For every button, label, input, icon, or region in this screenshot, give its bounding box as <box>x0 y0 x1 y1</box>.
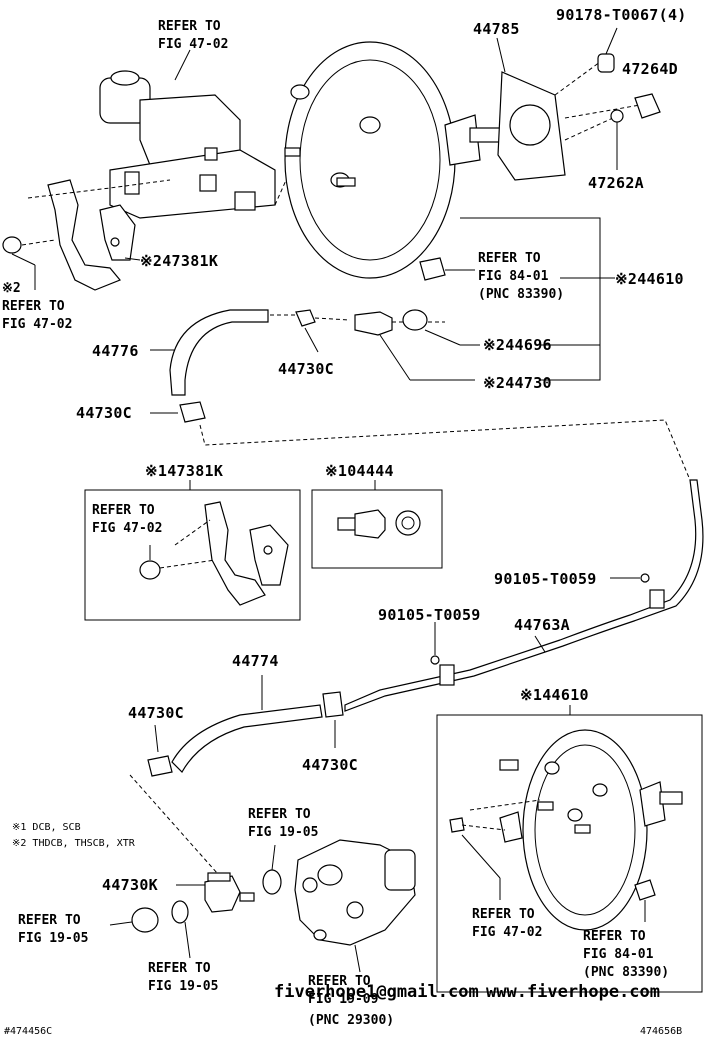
label-ref-19-05-c-l2: FIG 19-05 <box>148 979 218 994</box>
oring-19-05-a <box>262 869 282 895</box>
label-ref-47-02-top-l2: FIG 47-02 <box>158 37 228 52</box>
label-box-ref-l1: REFER TO <box>92 503 155 518</box>
bracket-47381k <box>47 179 136 291</box>
label-47264d: 47264D <box>622 60 678 78</box>
union-44730k <box>204 875 241 913</box>
label-note2: ※2 THDCB, THSCB, XTR <box>12 838 136 849</box>
nut-90178 <box>597 53 615 73</box>
label-box-ref-47-02-l2: FIG 47-02 <box>472 925 542 940</box>
label-44730c-c: 44730C <box>128 704 184 722</box>
nut-box-44610 <box>449 817 465 833</box>
oring-19-05-c <box>171 900 189 924</box>
clamp-44730c-c <box>147 755 173 777</box>
label-ref-84-01-top-l2: FIG 84-01 <box>478 269 549 284</box>
label-ref-19-05-b-l1: REFER TO <box>18 913 81 928</box>
watermark-site[interactable]: www.fiverhope.com <box>486 982 660 1002</box>
master-cylinder <box>99 70 276 219</box>
bracket-47381k-box <box>204 501 289 606</box>
label-code-right: 474656B <box>640 1026 682 1037</box>
label-ref-19-09-l1: REFER TO <box>308 974 371 989</box>
label-44730c-d: 44730C <box>302 756 358 774</box>
nut-box <box>139 560 161 580</box>
label-44785: 44785 <box>473 20 520 38</box>
label-90178: 90178-T0067(4) <box>556 6 687 24</box>
label-ref-47-02-left-l2: FIG 47-02 <box>2 317 72 332</box>
label-44696: ※244696 <box>483 336 552 354</box>
label-44730: ※244730 <box>483 374 552 392</box>
clamp-44730c-b <box>179 401 206 423</box>
label-ref-47-02-top-l1: REFER TO <box>158 19 221 34</box>
clamp-44730c-a <box>295 309 316 327</box>
clip-right <box>649 589 665 609</box>
label-box-ref-84-01-l2: FIG 84-01 <box>583 947 654 962</box>
label-47381k-top: ※247381K <box>140 252 218 270</box>
clip-mid <box>439 664 455 686</box>
label-mark2-left: ※2 <box>2 281 21 296</box>
label-44776: 44776 <box>92 342 139 360</box>
label-ref-84-01-top-l3: (PNC 83390) <box>478 287 564 302</box>
label-note1: ※1 DCB, SCB <box>12 822 81 833</box>
label-ref-84-01-top-l1: REFER TO <box>478 251 541 266</box>
label-90105-b: 90105-T0059 <box>378 606 481 624</box>
label-47381k-box: ※147381K <box>145 462 223 480</box>
label-box-ref-84-01-l1: REFER TO <box>583 929 646 944</box>
label-44610-top: ※244610 <box>615 270 684 288</box>
grommet-44696 <box>402 309 428 331</box>
label-04444-box: ※104444 <box>325 462 394 480</box>
label-44763a: 44763A <box>514 616 570 634</box>
watermark-email[interactable]: fiverhope1@gmail.com <box>274 982 479 1002</box>
label-code-left: #474456C <box>4 1026 52 1037</box>
check-valve-top <box>419 257 475 281</box>
label-ref-19-05-a-l2: FIG 19-05 <box>248 825 318 840</box>
valve-04444 <box>337 509 421 539</box>
label-44610-box: ※144610 <box>520 686 589 704</box>
label-44730k: 44730K <box>102 876 158 894</box>
label-ref-19-09-l2: FIG 19-09 <box>308 992 378 1007</box>
label-ref-19-09-l3: (PNC 29300) <box>308 1013 394 1028</box>
nut-47262a <box>610 109 624 123</box>
label-47262a: 47262A <box>588 174 644 192</box>
cap-19-05 <box>131 907 159 933</box>
power-steering-pump <box>294 839 416 946</box>
hose-44774 <box>171 704 323 773</box>
box-47381k <box>84 489 301 621</box>
brake-booster-box <box>499 729 683 931</box>
label-44730c-b: 44730C <box>76 404 132 422</box>
box-04444 <box>311 489 443 569</box>
tube-44763a <box>344 479 704 712</box>
label-44774: 44774 <box>232 652 279 670</box>
label-ref-19-05-a-l1: REFER TO <box>248 807 311 822</box>
valve-44730 <box>354 311 393 336</box>
label-ref-19-05-b-l2: FIG 19-05 <box>18 931 88 946</box>
label-box-ref-l2: FIG 47-02 <box>92 521 162 536</box>
hose-44776 <box>169 309 269 396</box>
label-ref-19-05-c-l1: REFER TO <box>148 961 211 976</box>
clamp-44730c-d <box>322 691 344 718</box>
clevis-47264d <box>634 93 661 119</box>
label-box-ref-84-01-l3: (PNC 83390) <box>583 965 669 980</box>
brake-booster <box>284 41 501 279</box>
label-box-ref-47-02-l1: REFER TO <box>472 907 535 922</box>
label-ref-47-02-left-l1: REFER TO <box>2 299 65 314</box>
nut-left <box>2 236 22 254</box>
label-90105-a: 90105-T0059 <box>494 570 597 588</box>
label-44730c-a: 44730C <box>278 360 334 378</box>
